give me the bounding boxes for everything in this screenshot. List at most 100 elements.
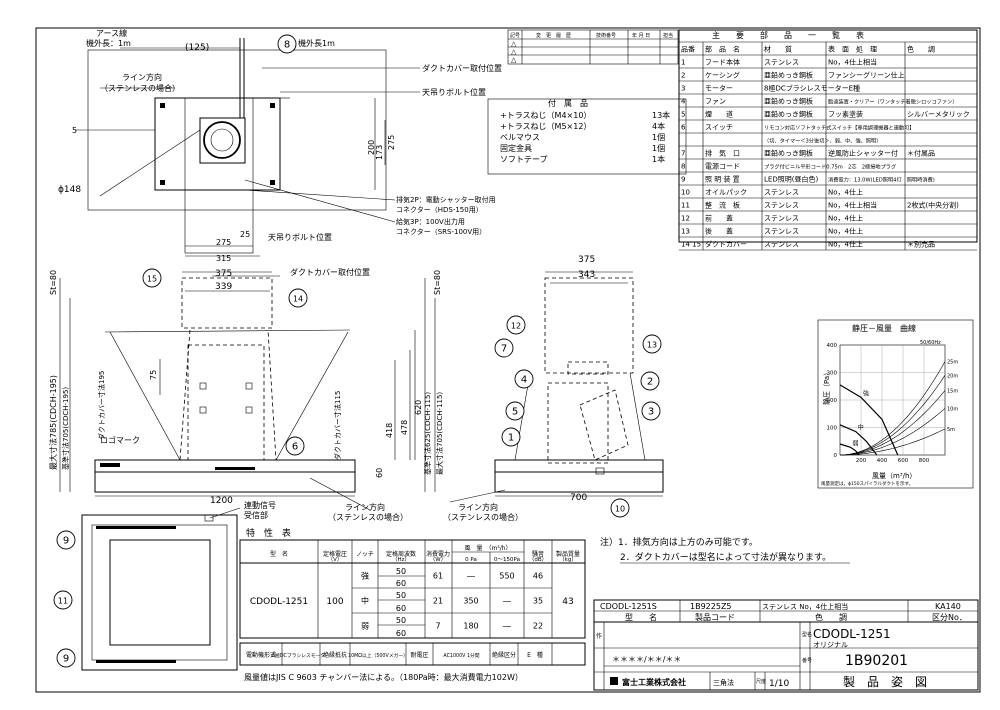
tb-projection: 三角法	[713, 678, 734, 687]
dim-275-vertical: 275	[387, 135, 396, 150]
front-max-dim-right: 最大寸法705(CDCH-115)	[435, 392, 444, 475]
motor-row-cell: 8極DCブラシレスモーター	[272, 652, 330, 659]
notes: 注）1．排気方向は上方のみ可能です。 2．ダクトカバーは型名によって寸法が異なり…	[600, 536, 850, 564]
connector-srs-label: コネクター（SRS-100V用）	[396, 227, 486, 236]
spec-note: 風量値はJIS C 9603 チャンバー法による。（180Pa時：最大消費電力1…	[244, 672, 523, 682]
callout-number: 14	[293, 295, 303, 304]
spec-mass: 43	[562, 597, 573, 607]
spec-noise: 35	[533, 597, 543, 606]
spec-header: （Hz）	[392, 556, 410, 563]
parts-cell: No，4仕上	[828, 214, 863, 223]
parts-cell: 9	[681, 176, 685, 184]
callout-circle	[506, 315, 526, 335]
callout-circle	[514, 369, 534, 389]
motor-row-cell: 絶縁区分	[492, 651, 516, 659]
spec-freq: 50	[396, 616, 406, 625]
revision-header: 記号	[510, 32, 520, 39]
revision-header: 年 月 日	[632, 32, 650, 39]
tb-label-color: 色 調	[815, 612, 847, 622]
side-dim-375: 375	[578, 255, 595, 265]
motor-row-cell: 電動機形式	[246, 651, 276, 659]
motor-row-cell: 絶縁抵抗	[323, 651, 347, 659]
front-duct-cover-mount: ダクトカバー取付位置	[290, 267, 370, 277]
bracket-mark	[245, 382, 253, 390]
parts-cell: 亜鉛めっき鋼板	[764, 149, 813, 158]
parts-cell: フッ素塗装	[828, 110, 863, 119]
callout-number: 9	[63, 536, 69, 547]
ceiling-line	[104, 329, 351, 333]
st80-right: St=80	[433, 270, 442, 295]
accessory-qty: 13本	[652, 110, 670, 120]
dim-200: 200	[367, 140, 376, 155]
front-stainless-case: （ステンレスの場合）	[328, 512, 408, 522]
motor-row-cell: 10MΩ以上（500Vメガー）	[348, 652, 408, 659]
revision-mark: △	[511, 48, 517, 56]
side-fan-casing	[579, 389, 629, 461]
line-direction-arrow	[309, 477, 371, 511]
tb-date: ＊＊＊＊/＊＊/＊＊	[612, 655, 681, 664]
accessories-frame	[487, 98, 687, 175]
logo-mark-label: ロゴマーク	[100, 435, 140, 445]
parts-cell: 14 15	[681, 241, 701, 249]
spec-notch: 強	[361, 571, 369, 581]
parts-cell: 亜鉛めっき鋼板	[764, 71, 813, 80]
parts-cell: 10	[681, 189, 690, 197]
callout-number: 12	[511, 322, 521, 331]
chart-frame	[817, 319, 974, 489]
callout-circle	[288, 288, 308, 308]
duct-cover-mount-label: ダクトカバー取付位置	[422, 63, 502, 73]
chart-title: 静圧－風量 曲線	[852, 323, 916, 333]
top-view: アース線 機外長：1m (125) 機外長1m ライン方向 （ステンレスの場合）…	[58, 28, 502, 263]
accessories-box: 付 属 品 +トラスねじ（M4×10） 13本 +トラスねじ（M5×12） 4本…	[487, 98, 687, 175]
dim-25: 25	[240, 230, 250, 239]
callout-number: 13	[647, 341, 657, 350]
spec-header: 消費電力	[426, 550, 450, 558]
side-dim-700: 700	[570, 493, 587, 503]
spec-header: 製品質量	[556, 550, 580, 558]
spec-table: 特 性 表 型 名定格電圧ノッチ定格周波数消費電力騒音製品質量（V）（Hz）（W…	[239, 527, 586, 682]
spec-title: 特 性 表	[246, 527, 291, 539]
tb-author: 作	[596, 632, 602, 640]
bottom-outline	[81, 514, 238, 671]
parts-cell: 12	[681, 215, 690, 223]
spec-header: （dB）	[529, 556, 547, 563]
callout-number: 2	[647, 377, 653, 388]
accessory-name: +トラスねじ（M5×12）	[500, 122, 591, 131]
spec-voltage: 100	[326, 597, 343, 607]
parts-header-cell: 部 品 名	[705, 45, 740, 54]
spec-freq: 60	[396, 604, 406, 613]
duct-curve	[839, 428, 946, 456]
pressure-airflow-chart: 静圧－風量 曲線 50/60Hz 静圧（Pa） 風量（m³/h） 風量測定は，ϕ…	[817, 319, 974, 489]
parts-cell: 3	[681, 85, 685, 93]
front-dim-60: 60	[375, 468, 384, 478]
exhaust-port-circle	[203, 121, 241, 159]
series-line	[839, 443, 860, 456]
note-2: 2．ダクトカバーは型名によって寸法が異なります。	[620, 551, 831, 563]
dim-125: (125)	[185, 43, 209, 53]
parts-cell: ファンシーグリーン仕上	[828, 71, 905, 80]
accessory-name: ソフトテープ	[500, 155, 548, 164]
oil-pack-mark	[595, 467, 605, 475]
parts-cell: 2	[681, 72, 685, 80]
callout-circle	[56, 530, 76, 550]
parts-cell: ＊別売品	[907, 240, 935, 249]
callout-circle	[641, 401, 661, 421]
duct-curve-label: 20m	[947, 373, 958, 379]
drawing-border	[35, 27, 981, 693]
accessory-qty: 1個	[652, 132, 665, 142]
callout-circle	[642, 334, 662, 354]
callout-circle	[53, 590, 73, 610]
tb-product-code: 1B9225Z5	[690, 602, 732, 611]
supply-3p-label: 給気3P：100V出力用	[396, 217, 465, 226]
outside-length-label: 機外長：1m	[86, 38, 131, 48]
screw-mark	[270, 180, 275, 185]
light-strip-top	[96, 526, 176, 529]
parts-cell: 1	[681, 59, 685, 67]
parts-frame	[678, 29, 978, 243]
spec-power: 61	[433, 572, 443, 581]
dim-315: 315	[216, 254, 231, 263]
parts-cell: ステンレス	[764, 241, 799, 249]
callout-number: 4	[521, 375, 527, 386]
parts-header-cell: 材 質	[764, 45, 792, 54]
